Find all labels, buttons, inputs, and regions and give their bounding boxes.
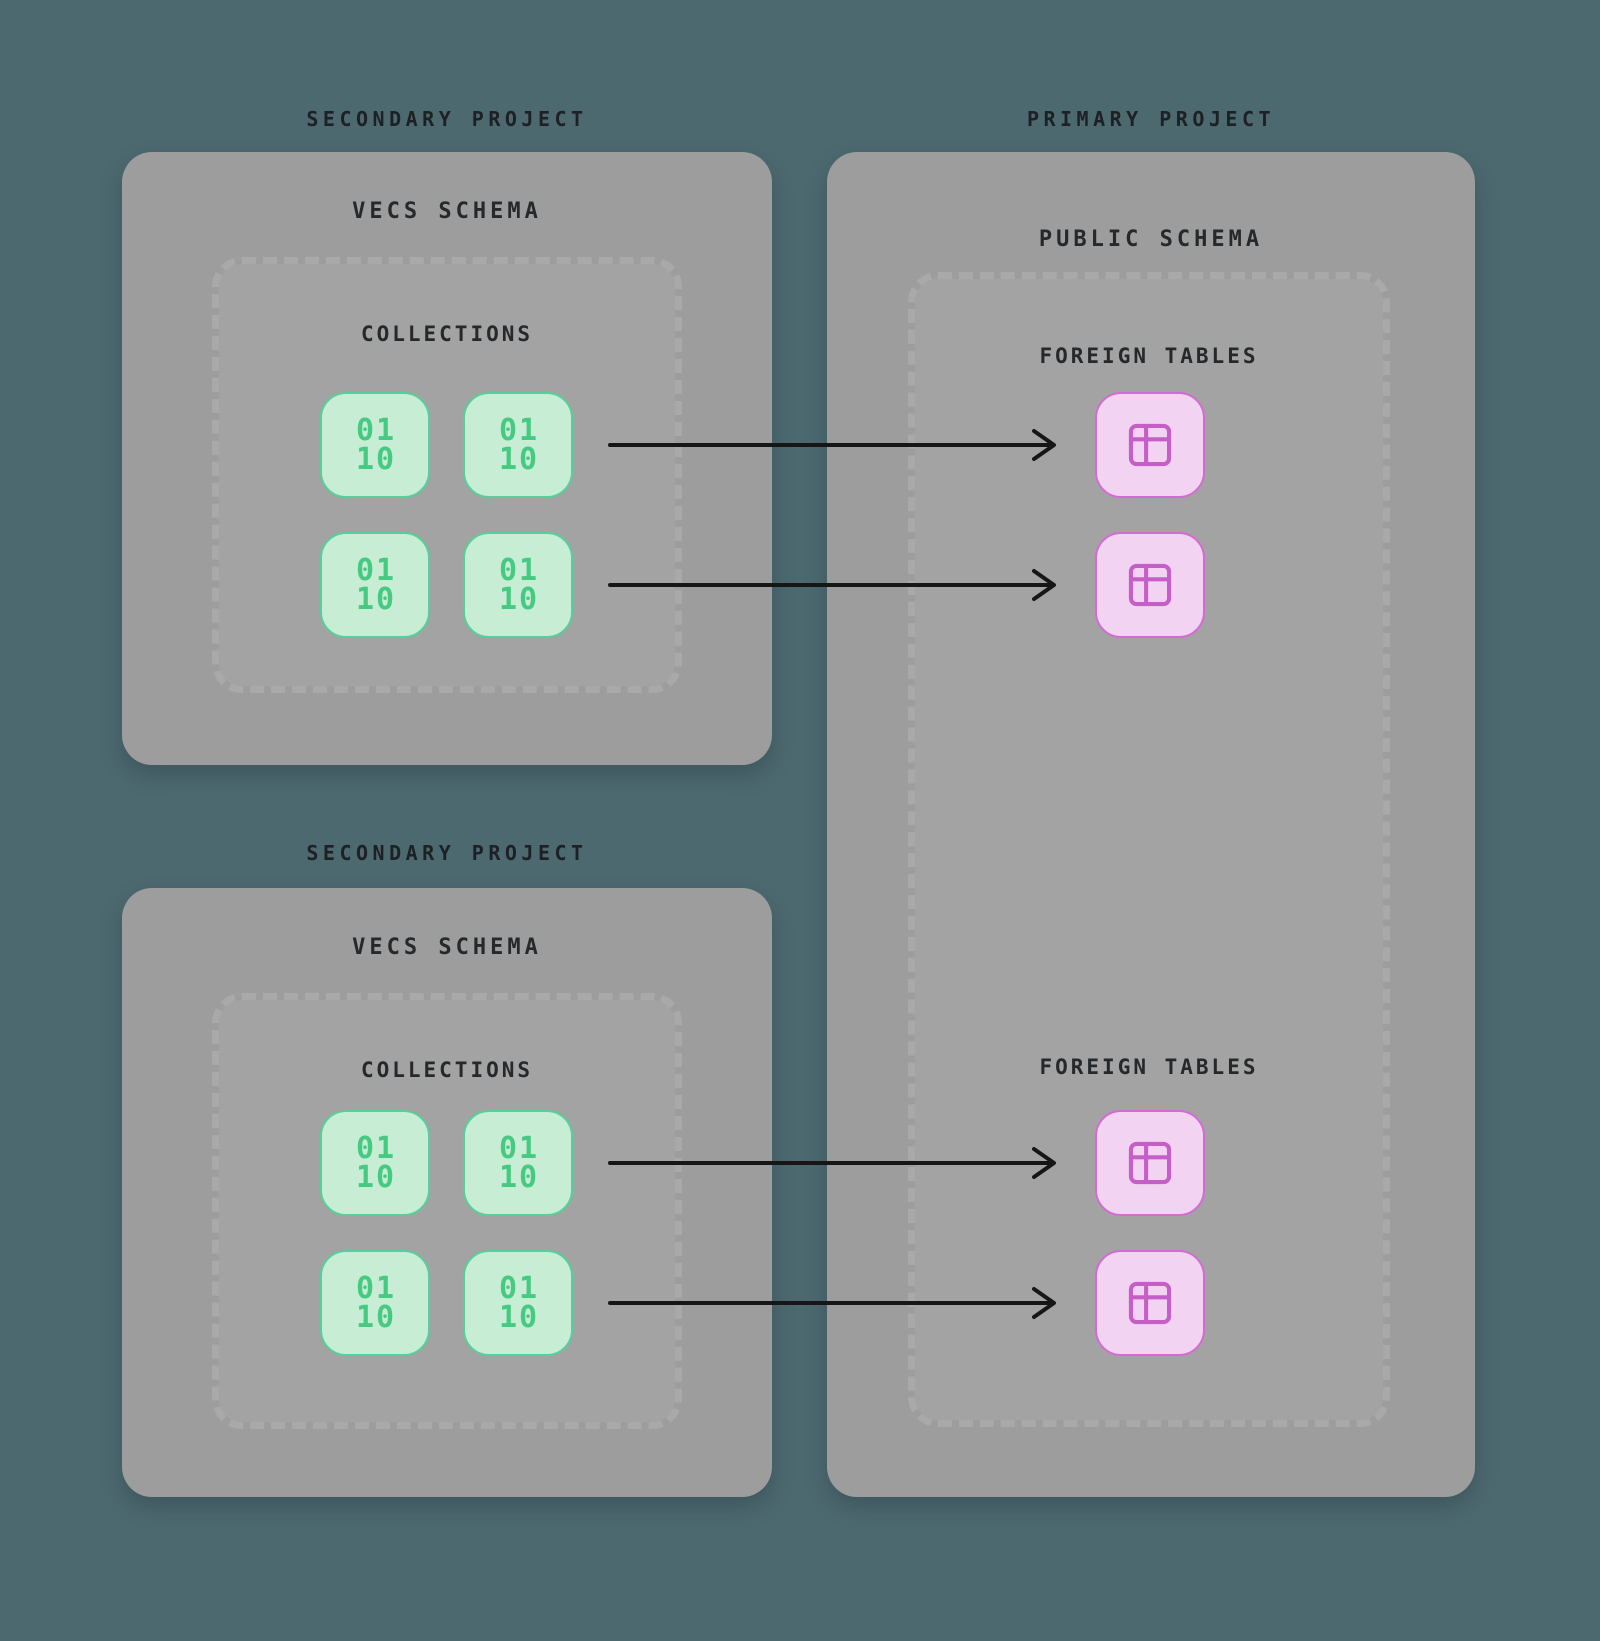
connection-arrow	[608, 1287, 1056, 1319]
binary-line: 01	[498, 1271, 540, 1306]
binary-line: 01	[498, 1131, 540, 1166]
binary-line: 01	[355, 553, 397, 588]
secondary-project-bottom-box: VECS SCHEMA COLLECTIONS 01 10 01 10 01 1…	[122, 888, 772, 1497]
collection-binary-icon: 01 10	[320, 1250, 430, 1356]
foreign-tables-title-top: FOREIGN TABLES	[1039, 344, 1259, 368]
secondary-project-top-label: SECONDARY PROJECT	[306, 107, 588, 131]
collections-container-top: COLLECTIONS 01 10 01 10 01 10 01 10	[212, 257, 682, 693]
table-icon	[1128, 563, 1172, 607]
collections-grid-bottom: 01 10 01 10 01 10 01 10	[320, 1110, 573, 1356]
foreign-table-chip	[1095, 392, 1205, 498]
collection-binary-icon: 01 10	[320, 1110, 430, 1216]
collections-grid-top: 01 10 01 10 01 10 01 10	[320, 392, 573, 638]
vecs-schema-title-bottom: VECS SCHEMA	[352, 935, 542, 960]
primary-project-box: PUBLIC SCHEMA FOREIGN TABLES FOREIGN TAB…	[827, 152, 1475, 1497]
collection-binary-icon: 01 10	[320, 392, 430, 498]
binary-line: 01	[498, 553, 540, 588]
binary-line: 10	[355, 1160, 397, 1195]
binary-line: 01	[498, 413, 540, 448]
secondary-project-bottom-label: SECONDARY PROJECT	[306, 841, 588, 865]
foreign-table-chip	[1095, 1110, 1205, 1216]
table-icon	[1128, 1141, 1172, 1185]
connection-arrow	[608, 429, 1056, 461]
binary-line: 10	[355, 582, 397, 617]
connection-arrow	[608, 1147, 1056, 1179]
binary-line: 10	[498, 442, 540, 477]
table-icon	[1128, 423, 1172, 467]
collections-title-bottom: COLLECTIONS	[360, 1058, 534, 1082]
binary-line: 10	[498, 1160, 540, 1195]
foreign-table-chip	[1095, 532, 1205, 638]
foreign-tables-container: FOREIGN TABLES FOREIGN TABLES	[908, 272, 1390, 1427]
foreign-table-chip	[1095, 1250, 1205, 1356]
collections-title-top: COLLECTIONS	[360, 322, 534, 346]
binary-line: 10	[498, 1300, 540, 1335]
table-icon	[1128, 1281, 1172, 1325]
binary-line: 01	[355, 413, 397, 448]
binary-line: 10	[355, 442, 397, 477]
vecs-schema-title-top: VECS SCHEMA	[352, 199, 542, 224]
binary-line: 01	[355, 1271, 397, 1306]
binary-line: 10	[498, 582, 540, 617]
primary-project-label: PRIMARY PROJECT	[1026, 107, 1276, 131]
secondary-project-top-box: VECS SCHEMA COLLECTIONS 01 10 01 10 01 1…	[122, 152, 772, 765]
collection-binary-icon: 01 10	[463, 1250, 573, 1356]
foreign-tables-title-bottom: FOREIGN TABLES	[1039, 1055, 1259, 1079]
collection-binary-icon: 01 10	[463, 1110, 573, 1216]
binary-line: 01	[355, 1131, 397, 1166]
public-schema-title: PUBLIC SCHEMA	[1038, 227, 1264, 252]
collection-binary-icon: 01 10	[320, 532, 430, 638]
collections-container-bottom: COLLECTIONS 01 10 01 10 01 10 01 10	[212, 993, 682, 1429]
binary-line: 10	[355, 1300, 397, 1335]
collection-binary-icon: 01 10	[463, 532, 573, 638]
connection-arrow	[608, 569, 1056, 601]
collection-binary-icon: 01 10	[463, 392, 573, 498]
